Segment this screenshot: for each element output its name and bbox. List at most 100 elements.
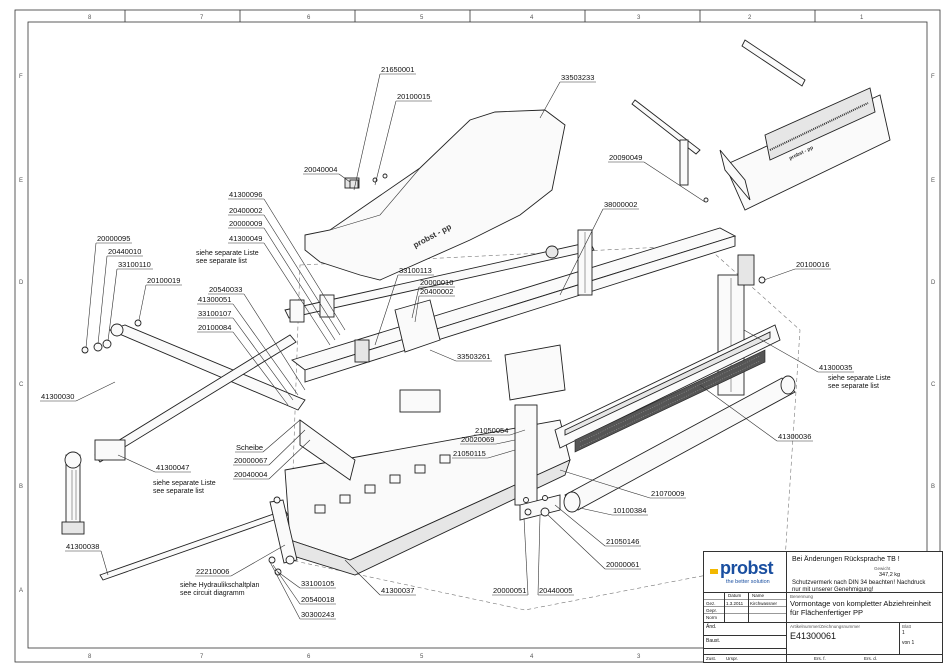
row-baust: Baust. [706,638,721,644]
callout-20000067: 20000067 [234,456,267,465]
note-separate-list-3-en: see separate list [153,488,204,495]
callout-22210006: 22210006 [196,567,229,576]
long-rod-bottom [99,509,289,581]
sheet-of: von 1 [902,640,915,646]
callout-41300035: 41300035 [819,363,852,372]
callout-21050054: 21050054 [475,426,508,435]
footer-urspr: Urspr. [726,656,739,661]
note-separate-list-1-en: see separate list [196,258,247,265]
title-block-signature-grid: Datum Name Gez. 1.3.2011 Kirchwassner Ge… [704,592,787,623]
note-separate-list-2-en: see separate list [828,383,879,390]
zone-bottom-3: 3 [637,654,641,660]
probst-logo: probst [720,558,774,578]
zone-top-6: 6 [307,15,311,21]
callout-20000095: 20000095 [97,234,130,243]
outer-frame [14,9,941,663]
left-column-assembly [61,439,126,535]
zone-right-F: F [931,74,935,80]
zone-top-4: 4 [530,15,534,21]
callout-33503261: 33503261 [457,352,490,361]
callout-30300243: 30300243 [301,610,334,619]
protection-note: Schutzvermerk nach DIN 34 beachten! Nach… [792,580,926,593]
screen-support-bracket [514,404,561,521]
callout-20000051: 20000051 [493,586,526,595]
callout-33503233: 33503233 [561,73,594,82]
callout-20090049: 20090049 [609,153,642,162]
callout-41300036: 41300036 [778,432,811,441]
callout-20000061: 20000061 [606,560,639,569]
description-label: Benennung [790,594,814,599]
col-name: Name [752,593,765,598]
callout-21070009: 21070009 [651,489,684,498]
callout-20440005: 20440005 [539,586,572,595]
zone-left-D: D [19,280,24,286]
small-hardware [81,179,766,576]
zone-top-3: 3 [637,15,641,21]
perforated-screen [554,324,781,453]
callout-20020069: 20020069 [461,435,494,444]
zone-bottom-8: 8 [88,654,92,660]
callout-41300096: 41300096 [229,190,262,199]
callout-20040004-top: 20040004 [304,165,337,174]
zone-bottom-7: 7 [200,654,204,660]
sheet-label: Blatt [902,624,912,629]
zone-right-B: B [931,484,935,490]
callout-41300049: 41300049 [229,234,262,243]
drawing-description: Vormontage von kompletter Abziehreinheit… [790,599,931,617]
zone-right-E: E [931,178,935,184]
callout-20400002-a: 20400002 [229,206,262,215]
zone-left-B: B [19,484,23,490]
zone-top-1: 1 [860,15,864,21]
footer-ers-f: Ers. f. [814,656,826,661]
gez-date: 1.3.2011 [726,601,744,606]
upper-shaft [284,229,595,319]
drawing-number-label: Artikelnummer/Zeichnungsnummer [790,624,861,629]
row-gez: Gez. [706,601,716,606]
callout-20100015: 20100015 [397,92,430,101]
col-datum: Datum [728,593,742,598]
title-block: probst the better solution Bei Änderunge… [703,551,943,663]
zone-ticks-left: F E D C B A [19,74,24,594]
callout-20000009: 20000009 [229,219,262,228]
callout-41300030: 41300030 [41,392,74,401]
callout-20540018: 20540018 [301,595,334,604]
row-norm: Norm [706,615,717,620]
callout-41300047: 41300047 [156,463,189,472]
note-separate-list-1-de: siehe separate Liste [196,250,259,257]
zone-ticks-right: F E D C B A [931,74,936,594]
callout-20100084: 20100084 [198,323,231,332]
logo-mark [710,569,718,574]
zone-bottom-4: 4 [530,654,534,660]
logo-slogan: the better solution [726,579,770,585]
note-separate-list-3-de: siehe separate Liste [153,480,216,487]
zone-bottom-5: 5 [420,654,424,660]
callout-21650001: 21650001 [381,65,414,74]
change-note: Bei Änderungen Rücksprache TB ! [792,556,900,563]
left-arm [94,323,306,463]
note-hydraulic-en: see circuit diagramm [180,590,245,597]
overview-isometric: probst - pp [631,39,891,211]
callout-10100384: 10100384 [613,506,646,515]
zone-left-E: E [19,178,23,184]
zone-left-A: A [19,588,23,594]
callout-20540033: 20540033 [209,285,242,294]
gez-name: Kirchwassner [750,601,778,606]
callout-20100016: 20100016 [796,260,829,269]
row-gepr: Gepr. [706,608,718,613]
zone-top-7: 7 [200,15,204,21]
zone-right-D: D [931,280,936,286]
callout-33100105: 33100105 [301,579,334,588]
zone-left-C: C [19,382,24,388]
weight-label: Gewicht [874,566,891,571]
callout-33100107: 33100107 [198,309,231,318]
sheet-number: 1 [902,630,905,636]
zone-left-F: F [19,74,23,80]
zone-top-2: 2 [748,15,752,21]
note-separate-list-2-de: siehe separate Liste [828,375,891,382]
row-aend: Änd. [706,624,717,630]
callout-20400002-b: 20400002 [420,287,453,296]
callout-20040004-bottom: 20040004 [234,470,267,479]
callout-41300051: 41300051 [198,295,231,304]
callout-20000010: 20000010 [420,278,453,287]
callout-21050146: 21050146 [606,537,639,546]
